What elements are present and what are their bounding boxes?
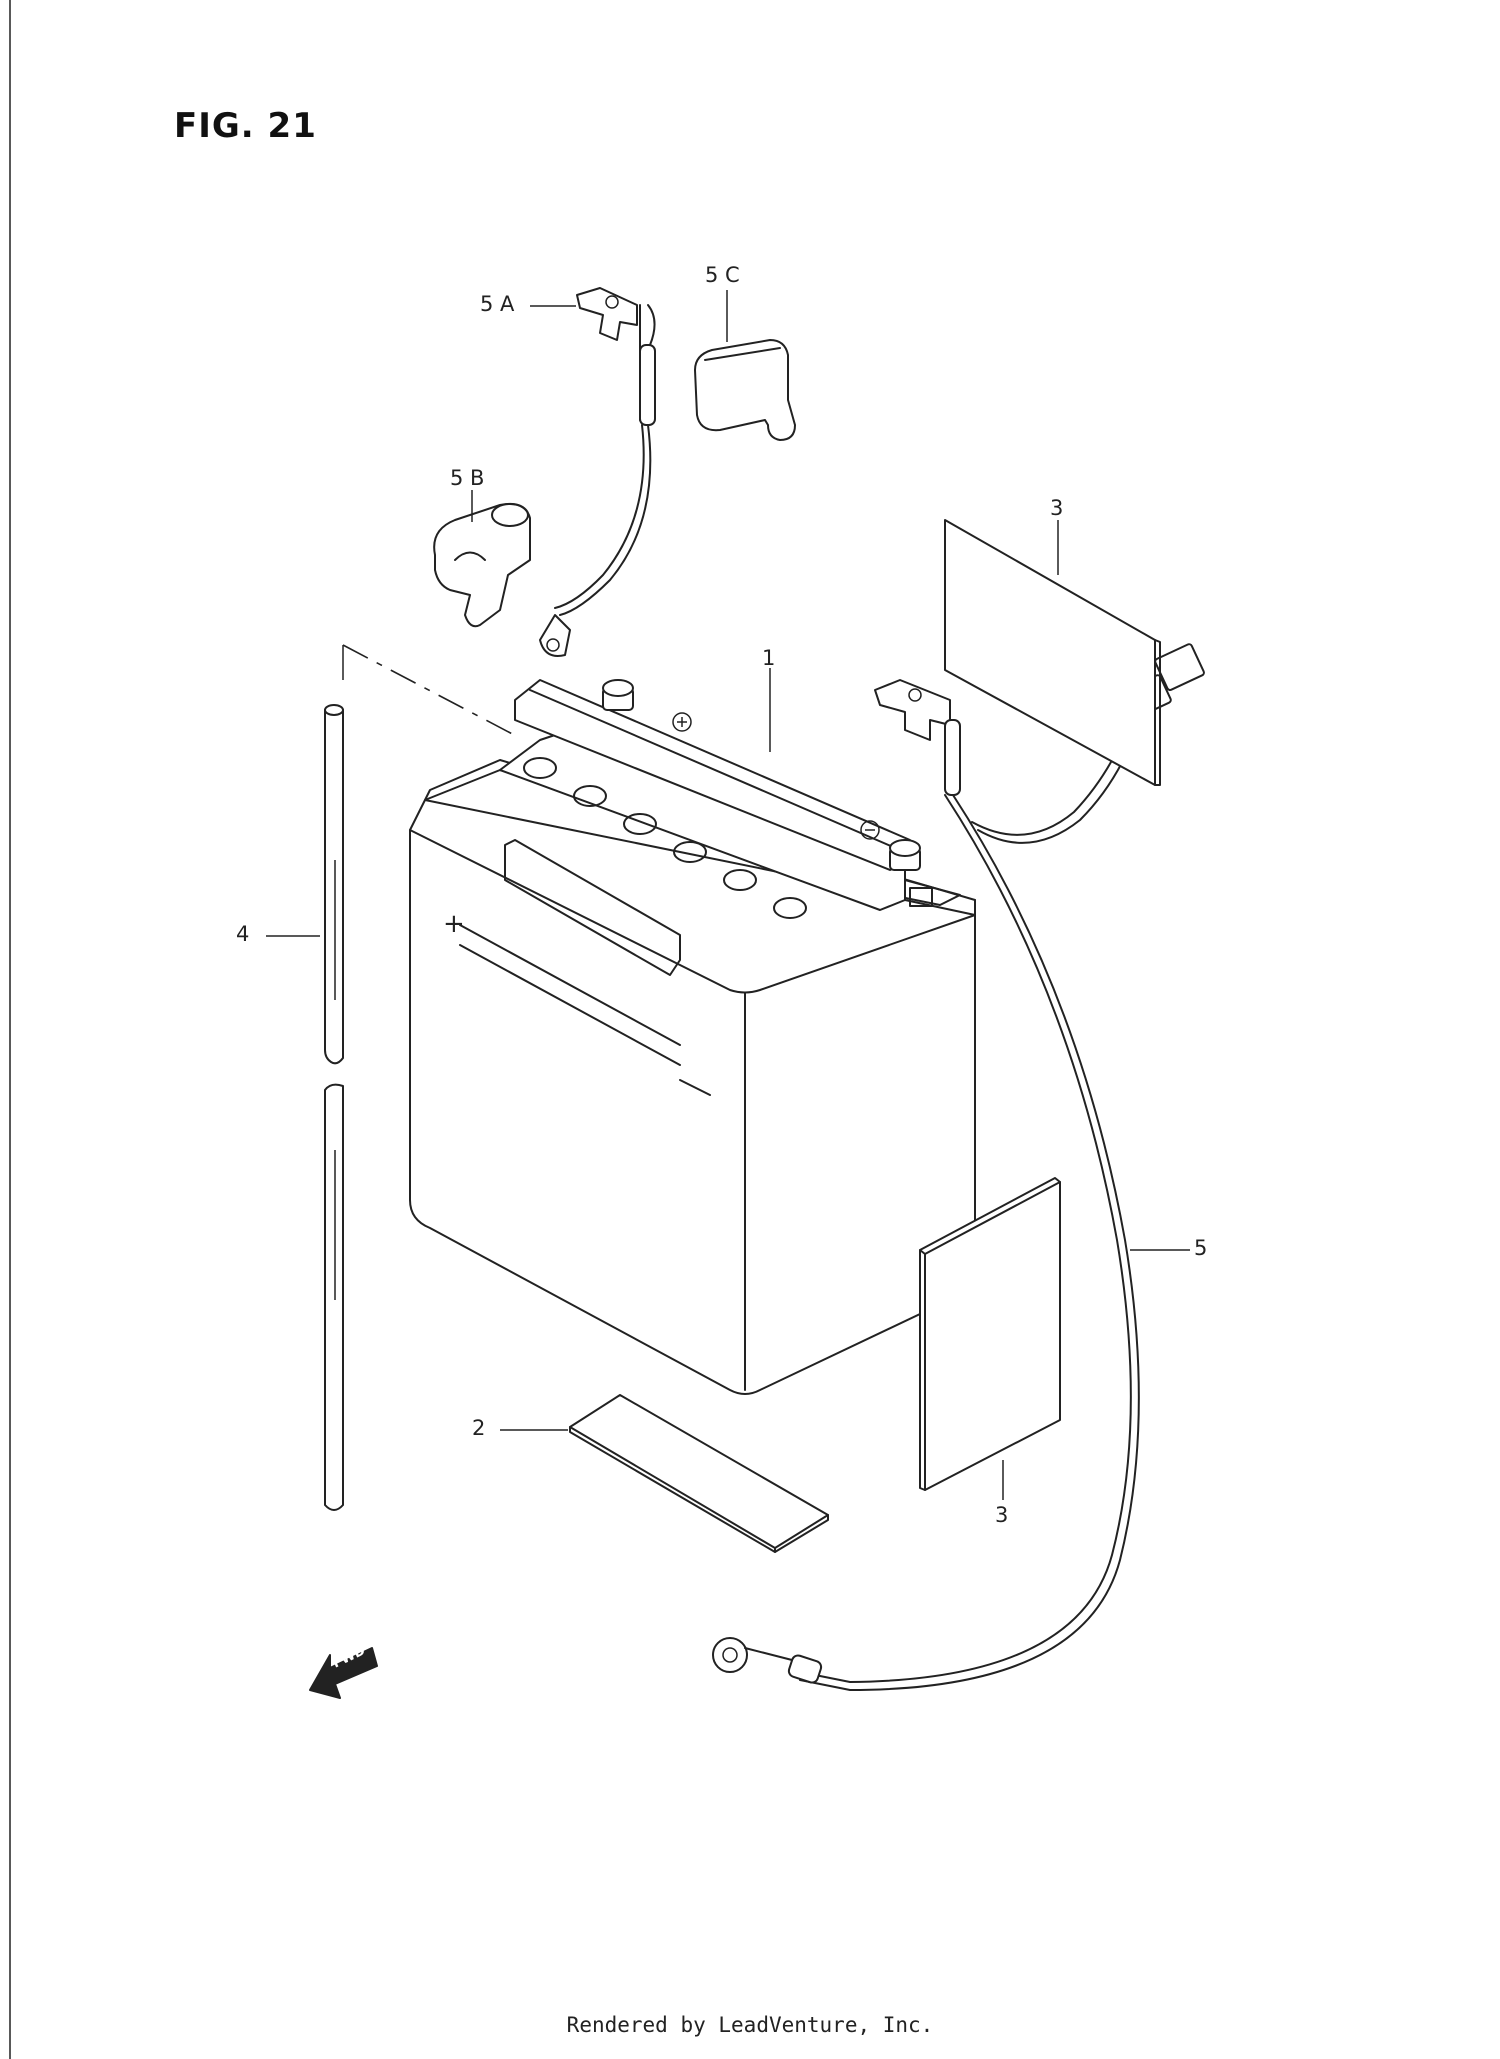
callout-5b: 5 B <box>450 466 485 490</box>
callout-3-top: 3 <box>1050 496 1064 520</box>
callout-4: 4 <box>236 922 250 946</box>
battery <box>409 679 976 1395</box>
callout-3-side: 3 <box>995 1503 1009 1527</box>
terminal-cover-5c <box>694 339 796 441</box>
callout-leaders <box>266 290 1190 1500</box>
breather-hose <box>324 644 521 1511</box>
callout-2: 2 <box>472 1416 486 1440</box>
fwd-arrow-icon <box>309 1647 378 1699</box>
terminal-cover-5b <box>433 502 531 628</box>
spacer-top <box>944 519 1161 786</box>
callout-5c: 5 C <box>705 263 740 287</box>
figure-title: FIG. 21 <box>174 106 317 146</box>
spacer-side <box>919 1177 1061 1491</box>
callout-5a: 5 A <box>480 292 515 316</box>
footer-credit: Rendered by LeadVenture, Inc. <box>566 2013 934 2037</box>
callout-1: 1 <box>762 646 776 670</box>
callout-5: 5 <box>1194 1236 1208 1260</box>
battery-pad <box>569 1394 829 1553</box>
battery-plus-marking: + <box>443 909 465 939</box>
